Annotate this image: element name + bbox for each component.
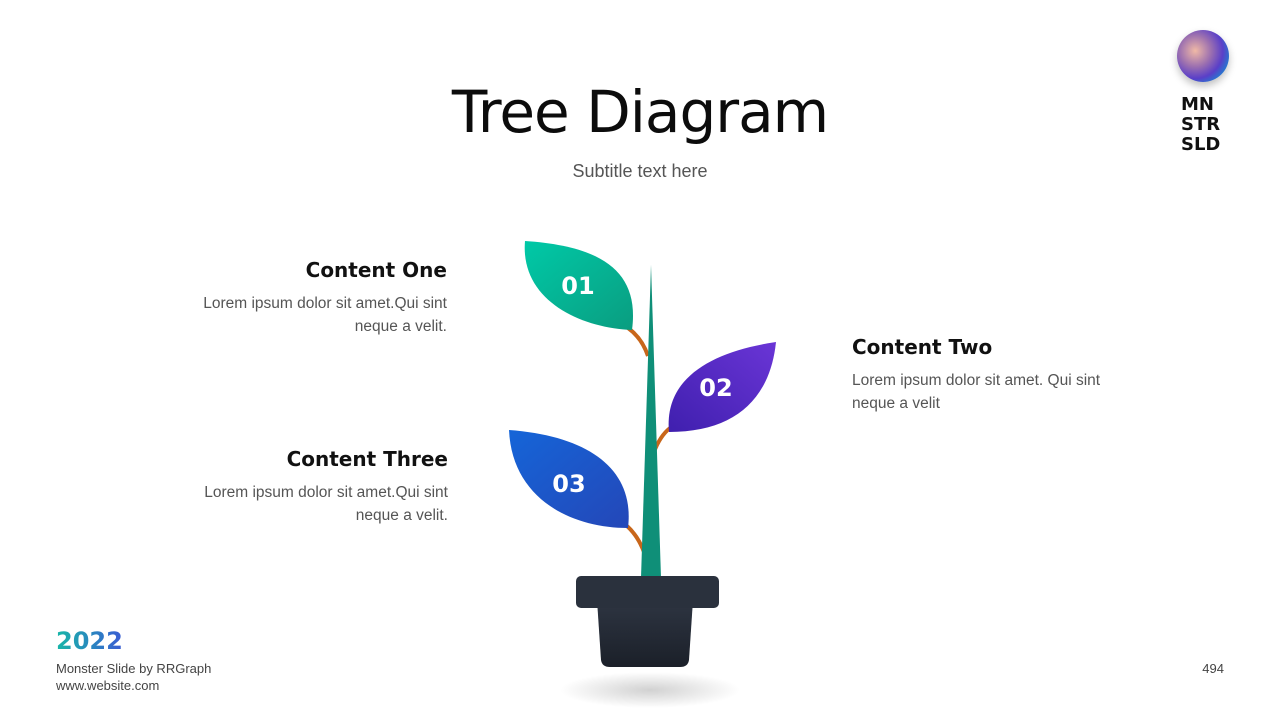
leaf-01 — [524, 241, 634, 330]
content-one-block: Content One Lorem ipsum dolor sit amet.Q… — [180, 258, 447, 338]
logo-line: MN — [1181, 94, 1214, 115]
content-two-heading: Content Two — [852, 335, 993, 359]
leaf-number-02: 02 — [699, 374, 732, 402]
logo-line: STR — [1181, 114, 1221, 135]
text-line: neque a velit. — [355, 507, 448, 524]
slide-subtitle: Subtitle text here — [572, 161, 708, 181]
brand-logo-orb — [1177, 30, 1229, 82]
footer-year: 2022 — [56, 627, 123, 655]
content-one-heading: Content One — [305, 258, 447, 282]
text-line: neque a velit. — [354, 318, 447, 335]
leaf-number-01: 01 — [561, 272, 594, 300]
leaf-03 — [509, 430, 629, 528]
content-one-text: Lorem ipsum dolor sit amet.Qui sint nequ… — [180, 292, 447, 338]
content-three-heading: Content Three — [286, 447, 448, 471]
leaf-number-03: 03 — [552, 470, 585, 498]
page-number: 494 — [1202, 661, 1224, 676]
text-line: Lorem ipsum dolor sit amet. Qui sint — [852, 372, 1101, 389]
footer-website: www.website.com — [56, 678, 160, 693]
text-line: Lorem ipsum dolor sit amet.Qui sint — [204, 484, 448, 501]
content-three-block: Content Three Lorem ipsum dolor sit amet… — [180, 447, 448, 527]
pot-shadow — [560, 672, 740, 708]
brand-logo-text: MN STR SLD — [1181, 95, 1220, 155]
text-line: neque a velit — [852, 395, 940, 412]
content-two-block: Content Two Lorem ipsum dolor sit amet. … — [852, 335, 1152, 415]
footer-credit: Monster Slide by RRGraph — [56, 661, 212, 676]
content-three-text: Lorem ipsum dolor sit amet.Qui sint nequ… — [180, 481, 448, 527]
branch-01 — [626, 326, 650, 357]
pot-rim — [576, 576, 719, 608]
logo-line: SLD — [1181, 134, 1221, 155]
text-line: Lorem ipsum dolor sit amet.Qui sint — [203, 295, 447, 312]
stem — [641, 265, 661, 578]
slide-title: Tree Diagram — [451, 78, 829, 146]
branch-03 — [625, 524, 646, 553]
pot-body — [597, 600, 693, 667]
content-two-text: Lorem ipsum dolor sit amet. Qui sint neq… — [852, 369, 1152, 415]
leaf-02 — [668, 342, 776, 432]
